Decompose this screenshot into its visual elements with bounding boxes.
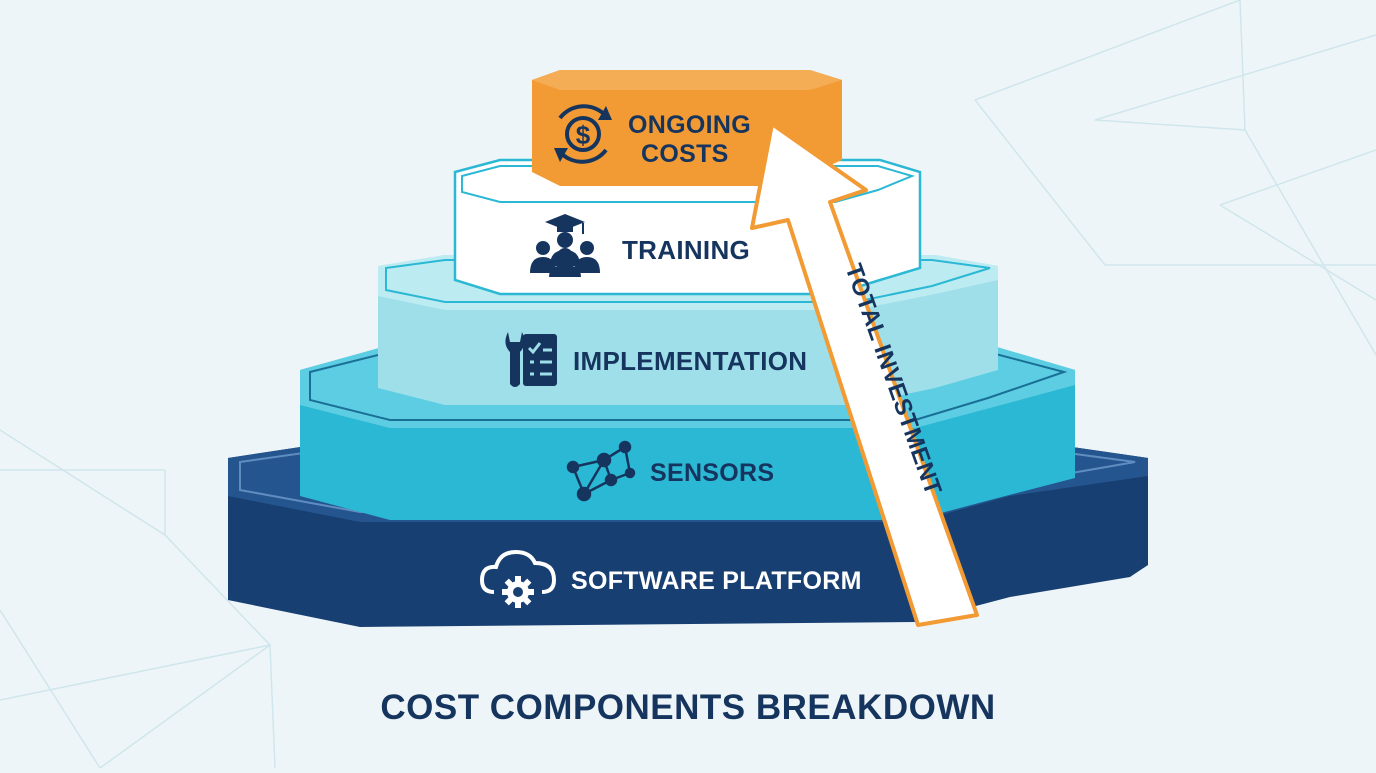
label-training: TRAINING: [622, 235, 750, 265]
network-nodes-icon: [566, 440, 636, 502]
svg-text:$: $: [576, 120, 591, 150]
label-implementation: IMPLEMENTATION: [573, 346, 807, 376]
label-ongoing-line2: COSTS: [641, 140, 729, 168]
label-sensors: SENSORS: [650, 459, 774, 487]
dollar-cycle-icon: $: [554, 104, 612, 164]
cloud-gear-icon: [479, 549, 557, 608]
diagram-caption: COST COMPONENTS BREAKDOWN: [380, 688, 996, 727]
label-ongoing-line1: ONGOING: [628, 111, 751, 139]
graduation-team-icon: [530, 214, 600, 277]
label-software-platform: SOFTWARE PLATFORM: [571, 567, 862, 595]
wrench-checklist-icon: [505, 332, 557, 387]
